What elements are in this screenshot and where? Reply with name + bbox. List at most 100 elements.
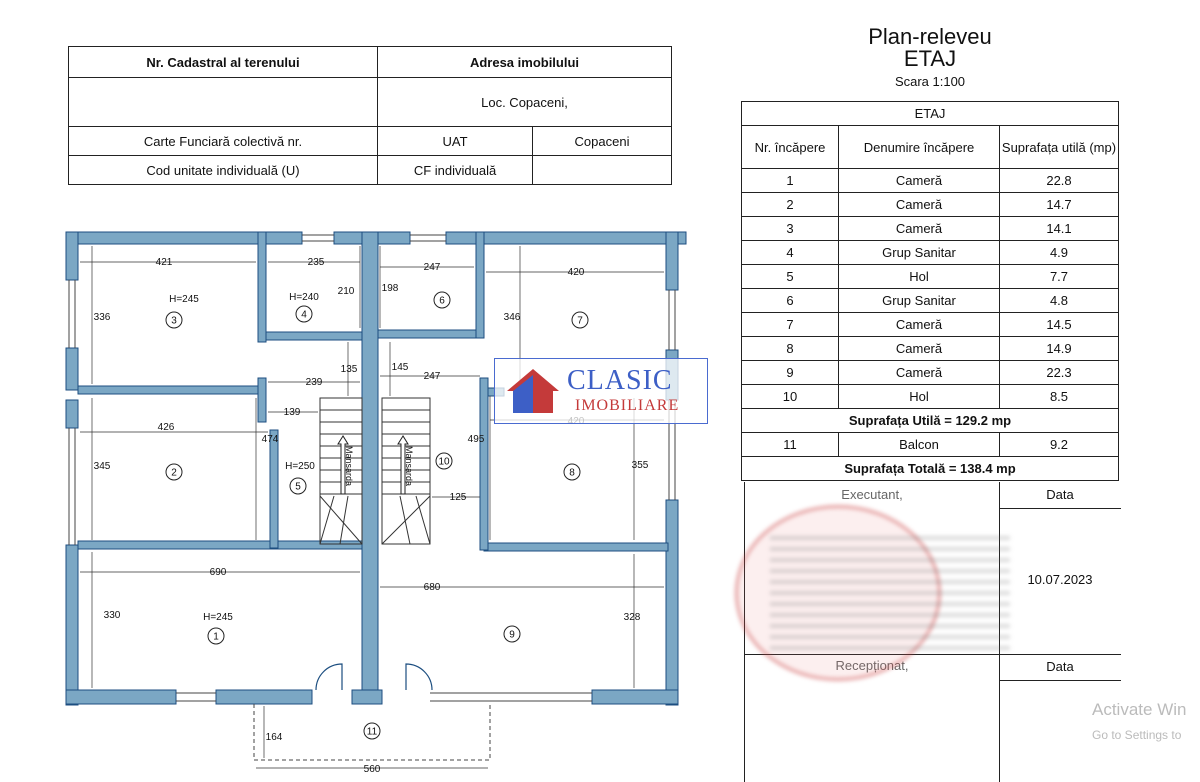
balcony-area: 9.2	[999, 432, 1119, 457]
room-number: 4	[301, 310, 307, 321]
dimension-label: 421	[156, 257, 173, 268]
room-name: Hol	[838, 384, 1000, 409]
room-nr: 10	[741, 384, 839, 409]
room-number-circle	[503, 625, 521, 643]
room-number-circle	[563, 463, 581, 481]
room-nr: 1	[741, 168, 839, 193]
dimension-label: 198	[382, 283, 399, 294]
doors	[315, 663, 433, 691]
dimension-label: 135	[341, 364, 358, 375]
dimension-label: 247	[424, 262, 441, 273]
dimension-label: 420	[568, 267, 585, 278]
room-area: 8.5	[999, 384, 1119, 409]
room-number-circle	[207, 627, 225, 645]
uat-value: Copaceni	[532, 126, 672, 156]
dimension-lines	[80, 246, 664, 769]
rooms-table: ETAJ Nr. încăpere Denumire încăpere Supr…	[741, 101, 1119, 481]
balcony-name: Balcon	[838, 432, 1000, 457]
ceiling-height-label: H=240	[289, 292, 319, 303]
dimension-label: 330	[104, 610, 121, 621]
stamp-text-blur	[770, 530, 1010, 650]
room-number: 2	[171, 468, 177, 479]
plan-scale: Scara 1:100	[894, 74, 966, 89]
room-name: Cameră	[838, 360, 1000, 385]
cod-unitate-label: Cod unitate individuală (U)	[68, 155, 378, 185]
col-area: Suprafața utilă (mp)	[999, 125, 1119, 169]
dimension-label: 495	[468, 434, 485, 445]
room-number: 7	[577, 316, 583, 327]
room-area: 22.8	[999, 168, 1119, 193]
dimension-label: 125	[450, 492, 467, 503]
address-header: Adresa imobilului	[377, 46, 672, 78]
room-nr: 7	[741, 312, 839, 337]
date-value: 10.07.2023	[1027, 572, 1093, 587]
room-number: 6	[439, 296, 445, 307]
useful-total: Suprafața Utilă = 129.2 mp	[741, 408, 1119, 433]
room-number: 3	[171, 316, 177, 327]
ceiling-height-label: H=245	[203, 612, 233, 623]
room-number-circle	[289, 477, 307, 495]
room-nr: 4	[741, 240, 839, 265]
cadastral-table: Nr. Cadastral al terenului Adresa imobil…	[68, 46, 672, 185]
activate-windows-watermark: Activate Win	[1092, 700, 1187, 719]
room-number-circle	[165, 463, 183, 481]
room-number: 8	[569, 468, 575, 479]
dimension-label: 346	[504, 312, 521, 323]
room-name: Cameră	[838, 216, 1000, 241]
room-nr: 9	[741, 360, 839, 385]
room-name: Grup Sanitar	[838, 288, 1000, 313]
room-name: Cameră	[838, 336, 1000, 361]
dimension-label: 328	[624, 612, 641, 623]
room-number: 5	[295, 482, 301, 493]
dimension-label: 560	[364, 764, 381, 775]
rooms-section: ETAJ	[741, 101, 1119, 126]
room-area: 14.1	[999, 216, 1119, 241]
room-nr: 6	[741, 288, 839, 313]
room-name: Cameră	[838, 192, 1000, 217]
room-name: Cameră	[838, 312, 1000, 337]
data-label: Data	[1046, 487, 1074, 502]
room-area: 14.9	[999, 336, 1119, 361]
dimension-label: 345	[94, 461, 111, 472]
room-number: 10	[438, 457, 450, 468]
grand-total: Suprafața Totală = 138.4 mp	[741, 456, 1119, 481]
stair-label: Mansarda	[344, 446, 354, 486]
room-area: 4.8	[999, 288, 1119, 313]
address-value: Loc. Copaceni,	[377, 77, 672, 127]
col-nr: Nr. încăpere	[741, 125, 839, 169]
cadastral-header: Nr. Cadastral al terenului	[68, 46, 378, 78]
balcony-outline	[253, 704, 491, 761]
dimension-label: 164	[266, 732, 283, 743]
room-number-circle	[435, 452, 453, 470]
logo-line1: CLASIC	[567, 365, 673, 396]
stair-label: Mansarda	[404, 446, 414, 486]
balcony-nr: 11	[741, 432, 839, 457]
room-number-circle	[165, 311, 183, 329]
room-name: Cameră	[838, 168, 1000, 193]
room-nr: 2	[741, 192, 839, 217]
walls	[65, 231, 687, 706]
room-number-circle	[571, 311, 589, 329]
room-number-circle	[363, 722, 381, 740]
room-name: Grup Sanitar	[838, 240, 1000, 265]
stair-arrow-icon	[337, 435, 349, 495]
plan-subtitle: ETAJ	[903, 46, 957, 71]
room-nr: 5	[741, 264, 839, 289]
room-area: 14.5	[999, 312, 1119, 337]
room-area: 22.3	[999, 360, 1119, 385]
dimension-label: 355	[632, 460, 649, 471]
dimension-label: 239	[306, 377, 323, 388]
house-logo-icon	[507, 369, 559, 413]
plan-title: Plan-releveu	[868, 24, 992, 49]
dimension-label: 247	[424, 371, 441, 382]
room-name: Hol	[838, 264, 1000, 289]
activate-windows-subtext: Go to Settings to	[1092, 728, 1182, 742]
